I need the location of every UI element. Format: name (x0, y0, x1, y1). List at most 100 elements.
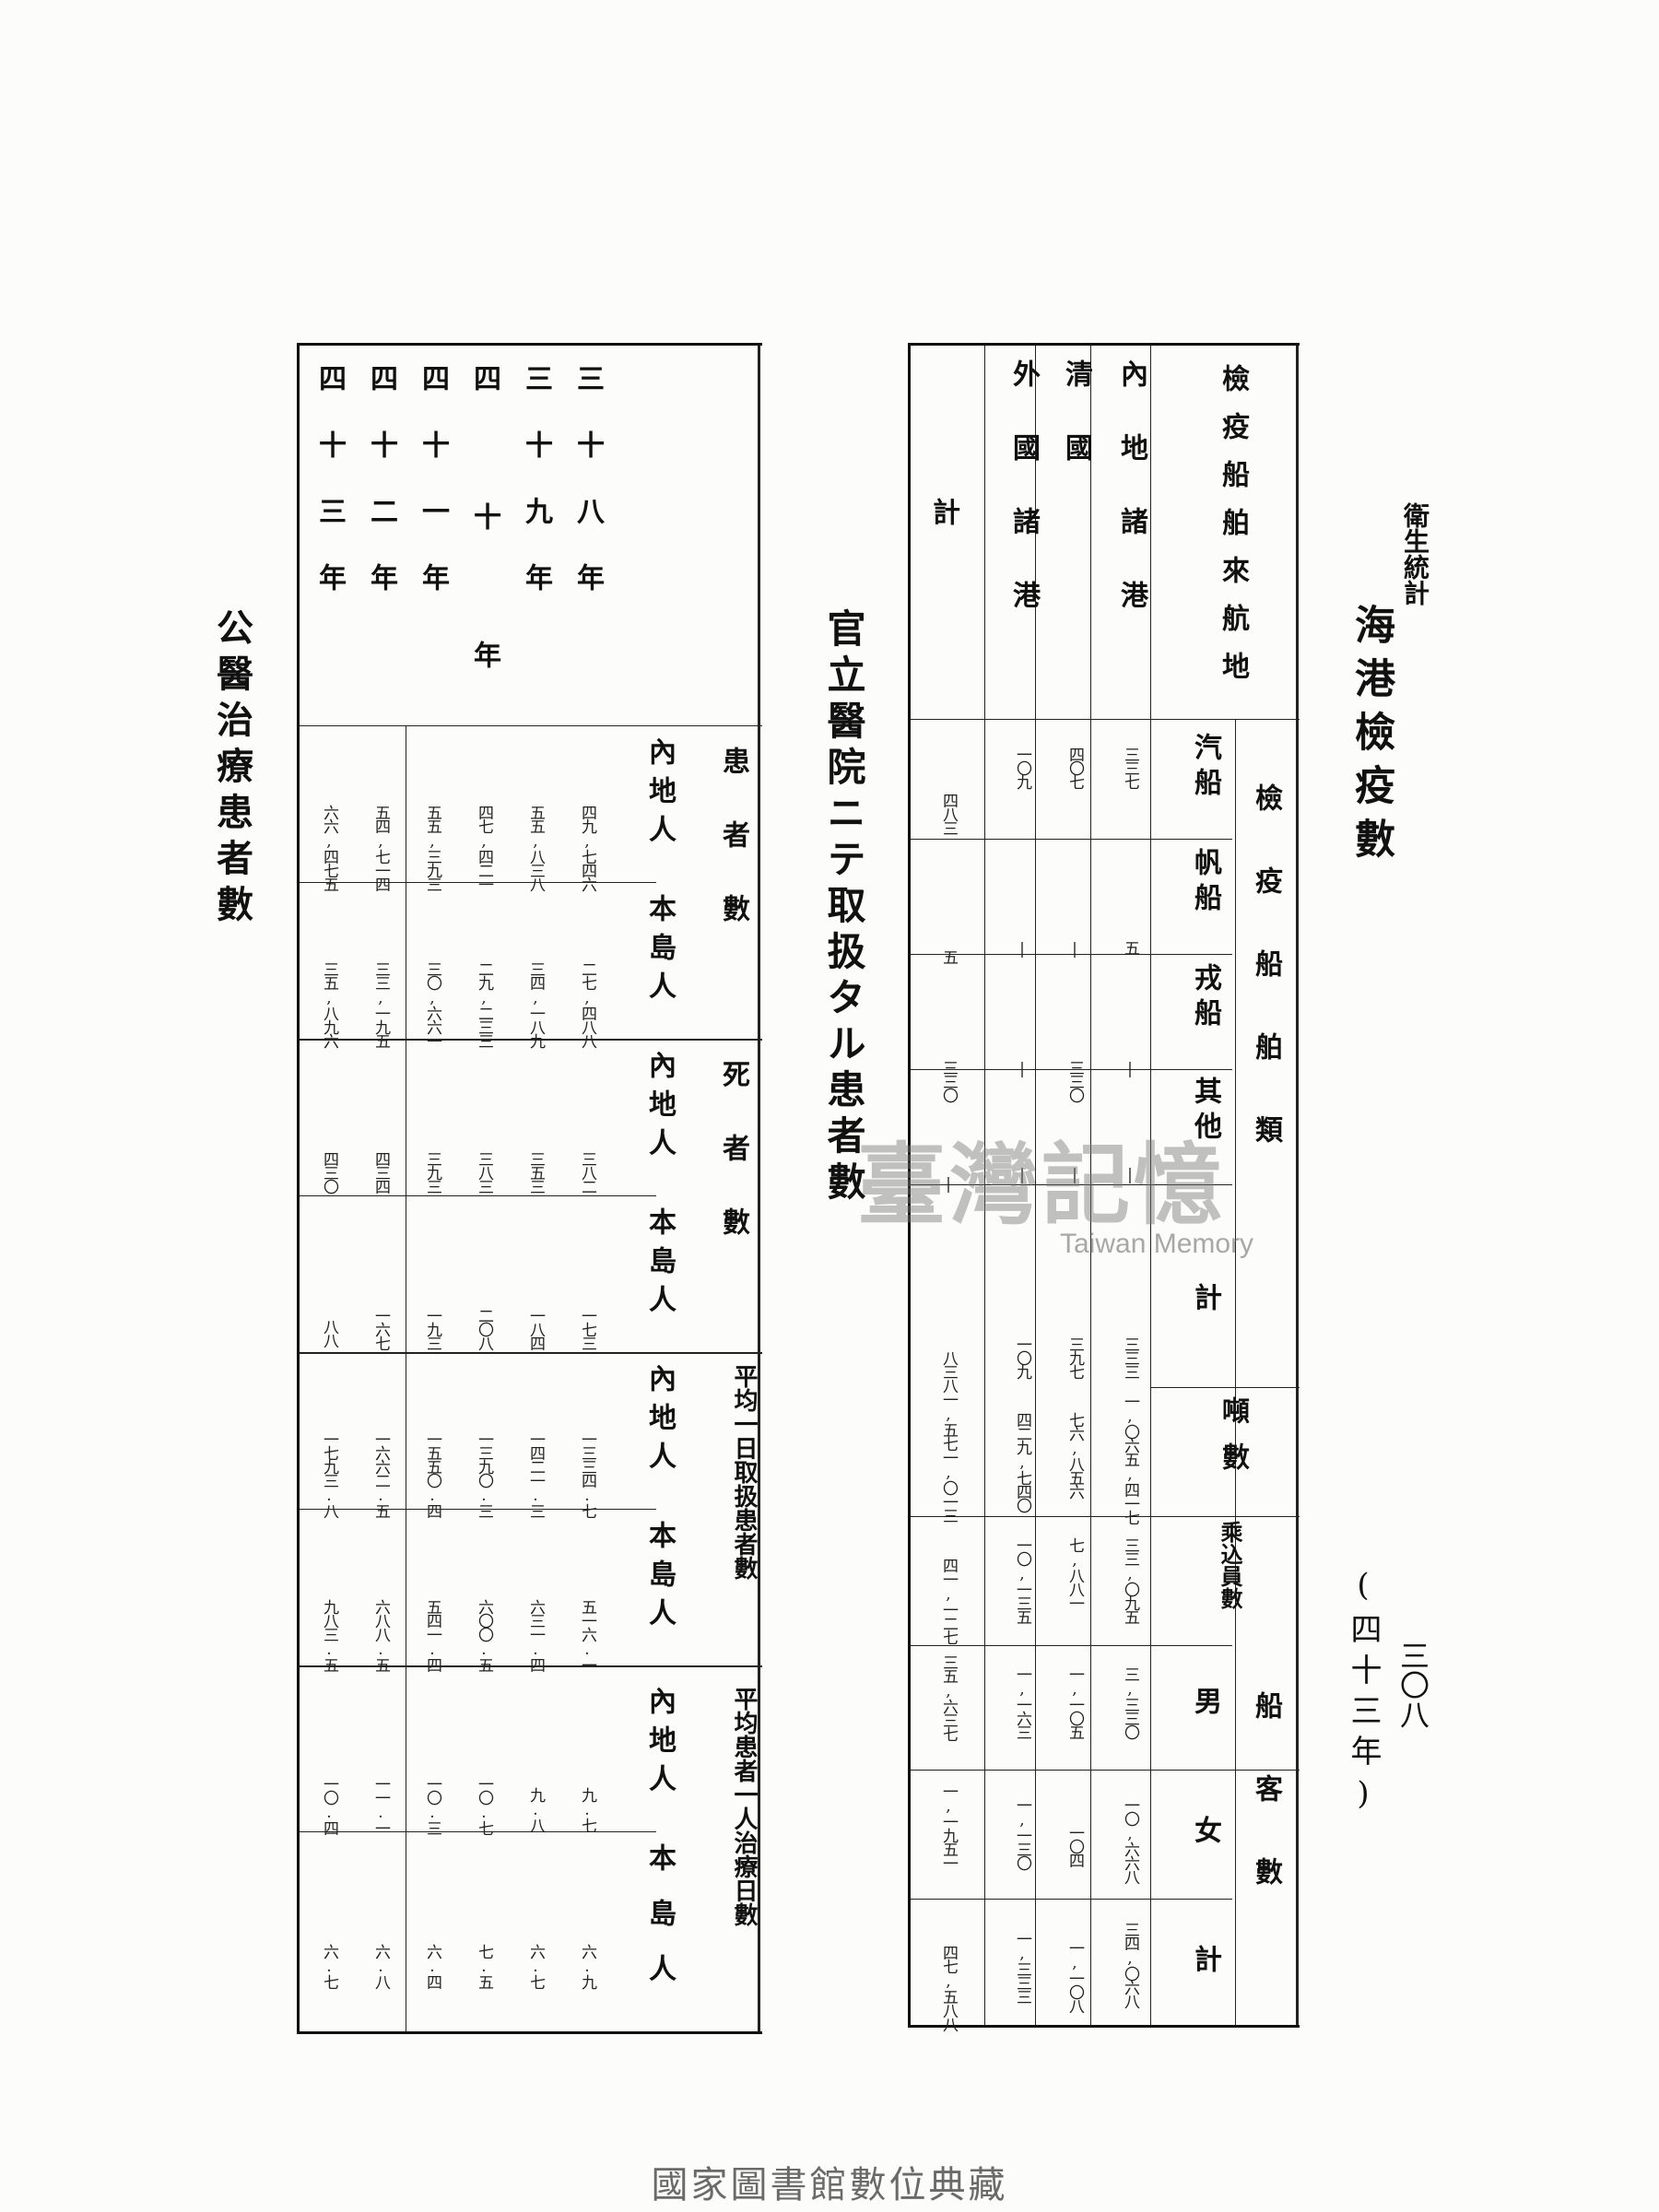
public-doctor-title: 公醫治療患者數 (210, 608, 253, 931)
group-avg-days: 平均患者一人治療日數 (730, 1687, 758, 1926)
pd-cell: 三八三 (475, 1151, 493, 1193)
q-cell: 一,五七一,〇一三 (939, 1392, 958, 1522)
pd-cell: 一三九〇.三 (475, 1431, 493, 1517)
sum-header: 計 (1189, 1945, 1221, 1972)
pd-cell: 四九,七四六 (578, 805, 596, 890)
sub-naichi-1: 內地人 (643, 737, 676, 853)
q-cell: 五 (939, 949, 958, 963)
pd-cell: 三五,八九六 (320, 961, 338, 1047)
pd-cell: 五四,七一四 (371, 805, 390, 890)
row-label-naichi: 內地諸港 (1115, 359, 1147, 654)
q-cell: 一,三三三 (1013, 1931, 1031, 2003)
pd-cell: 七.五 (475, 1944, 493, 1988)
q-cell: | (1121, 1166, 1139, 1182)
q-cell: 三四,〇六八 (1121, 1922, 1139, 2007)
year-40: 四十年 (468, 364, 500, 779)
q-cell: 一〇九 (1013, 747, 1031, 788)
pd-cell: 一〇.七 (475, 1776, 493, 1834)
q-cell: 四七,五八八 (939, 1945, 958, 2030)
pd-cell: 一四二一.三 (526, 1431, 545, 1517)
pd-cell: 三五三 (526, 1151, 545, 1193)
pd-cell: 一七九三.八 (320, 1431, 338, 1517)
q-cell: | (939, 1175, 958, 1192)
govt-hospital-title: 官立醫院ニテ取扱タル患者數 (821, 608, 866, 1207)
q-cell: 三五,六三七 (939, 1654, 958, 1740)
pd-cell: 九.七 (578, 1787, 596, 1831)
quarantine-table (908, 343, 1300, 2028)
q-cell: | (1065, 1166, 1084, 1182)
q-cell: 四二九,七四〇 (1013, 1412, 1031, 1512)
sub-other: 其他 (1189, 1077, 1221, 1147)
year-38: 三十八年 (571, 364, 604, 629)
pd-cell: 二九,二三三 (475, 961, 493, 1047)
pd-cell: 二七,四八八 (578, 961, 596, 1047)
pd-cell: 六.七 (320, 1944, 338, 1988)
group-daily-avg: 平均一日取扱患者數 (730, 1364, 758, 1580)
pd-cell: 六三一.四 (526, 1599, 545, 1671)
year-39: 三十九年 (520, 364, 552, 629)
crew-header: 乘込員數 (1217, 1521, 1243, 1609)
year-42: 四十二年 (365, 364, 397, 629)
q-cell: 三三三 (1121, 1336, 1139, 1378)
sub-naichi-3: 內地人 (643, 1364, 676, 1480)
pd-cell: 四七,四二一 (475, 805, 493, 890)
sub-hontou-2: 本島人 (643, 1207, 676, 1324)
pd-cell: 六〇〇.五 (475, 1599, 493, 1671)
passengers-header: 船客數 (1250, 1691, 1282, 1940)
pd-cell: 一〇.四 (320, 1776, 338, 1834)
q-cell: 四八三 (939, 793, 958, 834)
q-cell: 一,一三〇 (1013, 1797, 1031, 1869)
pd-cell: 三〇,六六一 (423, 961, 441, 1047)
pd-cell: 一七三 (578, 1308, 596, 1349)
pd-cell: 六.七 (526, 1944, 545, 1988)
pd-cell: 二〇八 (475, 1308, 493, 1349)
row-label-shinkoku: 清國 (1060, 359, 1092, 507)
pd-cell: 六.九 (578, 1944, 596, 1988)
running-head: 衛生統計 (1400, 502, 1430, 606)
pd-cell: 三八二 (578, 1151, 596, 1193)
sub-sail: 帆船 (1189, 848, 1221, 918)
pd-cell: 六八八.五 (371, 1599, 390, 1671)
q-cell: | (1013, 1166, 1031, 1182)
sub-steam: 汽船 (1189, 733, 1221, 803)
footer: 國家圖書館數位典藏 (651, 2164, 1008, 2206)
q-cell: 四〇七 (1065, 747, 1084, 788)
tonnage-header: 噸數 (1217, 1396, 1249, 1488)
q-cell: 三,三三〇 (1121, 1666, 1139, 1738)
pd-cell: 三九三 (423, 1151, 441, 1193)
pd-cell: 一八四 (526, 1308, 545, 1349)
quarantine-title: 海港檢疫數 (1347, 604, 1394, 871)
watermark: 臺灣記憶 Taiwan Memory (857, 1113, 1300, 1288)
q-cell: 三三〇 (939, 1060, 958, 1101)
sub-hontou-3: 本島人 (643, 1521, 676, 1637)
sub-hontou-4: 本島人 (643, 1843, 676, 2009)
q-cell: 八三八 (939, 1350, 958, 1392)
page-number: 三〇八 (1395, 1641, 1430, 1729)
pd-cell: 六.八 (371, 1944, 390, 1988)
pd-cell: 八八 (320, 1319, 338, 1347)
q-cell: 三九七 (1065, 1336, 1084, 1378)
group-deaths: 死者數 (717, 1060, 749, 1281)
sub-hontou-1: 本島人 (643, 894, 676, 1010)
pd-cell: 四三四 (371, 1151, 390, 1193)
q-cell: 一〇,六六八 (1121, 1797, 1139, 1883)
sub-junk: 戎船 (1189, 963, 1221, 1033)
pd-cell: 一九三 (423, 1308, 441, 1349)
pd-cell: 四三〇 (320, 1151, 338, 1193)
q-cell: | (1121, 1060, 1139, 1077)
pd-cell: 一五五〇.四 (423, 1431, 441, 1517)
male-header: 男 (1189, 1687, 1221, 1714)
pd-cell: 一六七 (371, 1308, 390, 1349)
pd-cell: 五四一.四 (423, 1599, 441, 1671)
year-label: (四十三年) (1345, 1567, 1382, 1821)
pd-cell: 五一六.一 (578, 1599, 596, 1671)
pd-cell: 九八三.五 (320, 1599, 338, 1671)
q-cell: 七六,八五六 (1065, 1412, 1084, 1498)
pd-cell: 六六,四七五 (320, 805, 338, 890)
q-cell: 一,〇六五,四一七 (1121, 1394, 1139, 1524)
watermark-main: 臺灣記憶 (857, 1133, 1226, 1237)
q-cell: 三三,〇九五 (1121, 1537, 1139, 1623)
col-header-origin: 檢疫船舶來航地 (1217, 364, 1249, 700)
q-cell: 一〇,一三五 (1013, 1537, 1031, 1623)
pd-cell: 三三,一九五 (371, 961, 390, 1047)
